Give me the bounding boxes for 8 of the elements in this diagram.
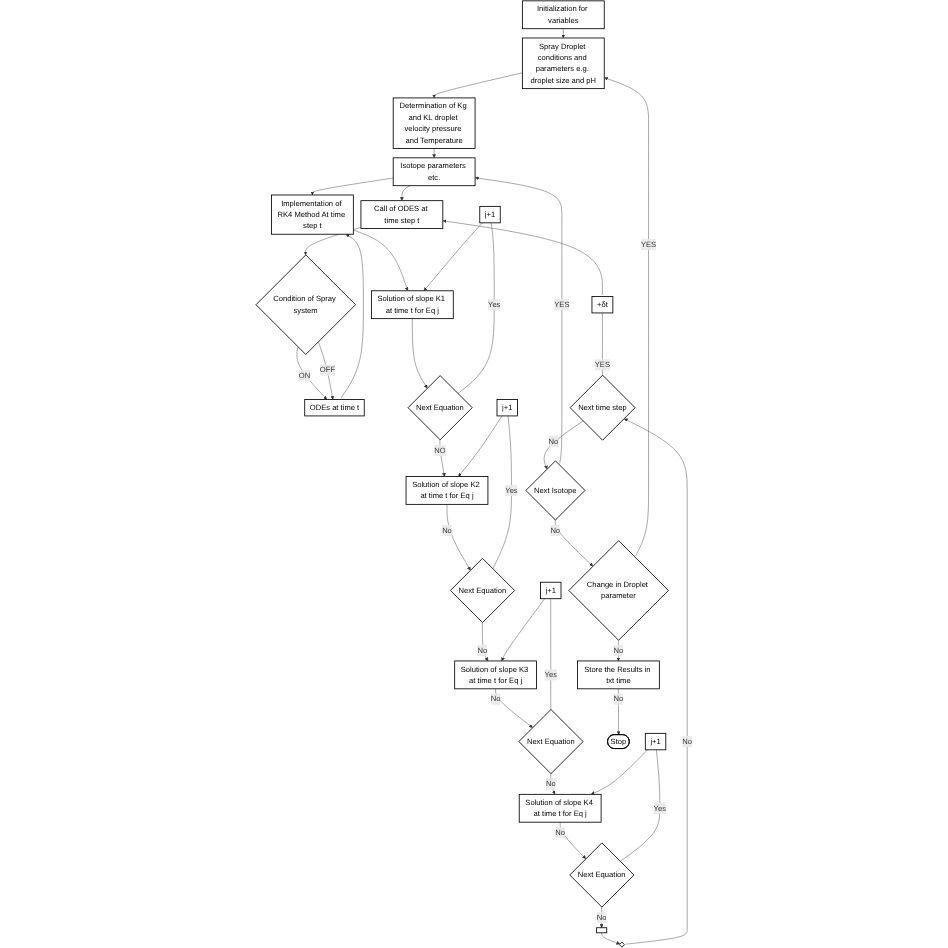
connector [602,312,603,376]
connector [620,749,660,862]
connector [457,222,495,394]
connector [492,415,512,570]
node-diamond [619,941,625,948]
connector [550,598,551,710]
node-box [596,927,608,934]
arrow [432,148,436,158]
